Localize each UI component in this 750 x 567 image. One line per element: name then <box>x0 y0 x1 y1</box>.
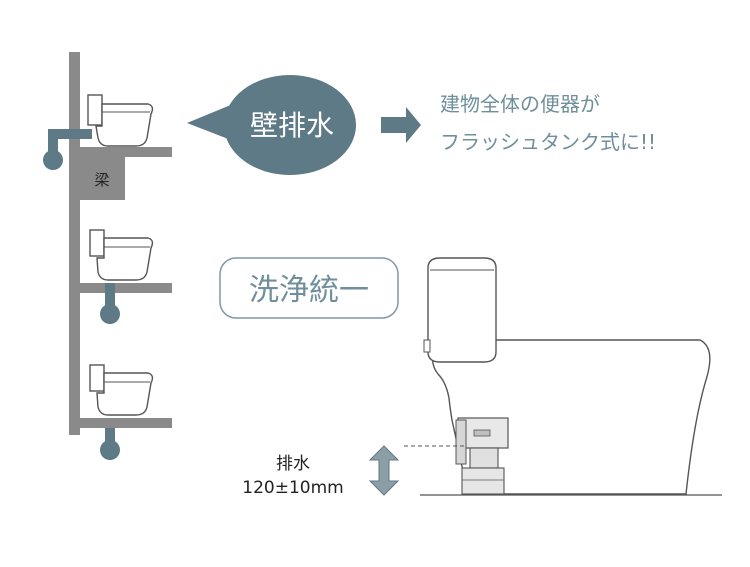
wall-drain-pipe <box>43 129 92 170</box>
floor-drain-pipe-middle <box>100 283 120 324</box>
floor-slab-middle <box>69 283 172 293</box>
flush-unify-badge: 洗浄統一 <box>219 257 399 319</box>
dimension-arrow <box>368 445 400 496</box>
result-line-1: 建物全体の便器が <box>440 92 600 116</box>
toilet-bowl <box>431 339 711 495</box>
flush-tank <box>427 257 497 363</box>
toilet-middle-floor <box>89 229 154 281</box>
bubble-label: 壁排水 <box>250 109 334 142</box>
tank-lever <box>423 339 431 353</box>
drain-adaptor <box>455 417 509 495</box>
building-wall <box>69 52 80 435</box>
toilet-wall-drain <box>87 94 154 147</box>
floor-drain-pipe-bottom <box>100 428 120 460</box>
drain-spec: 120±10mm <box>242 478 343 498</box>
toilet-side-view <box>404 257 722 496</box>
result-arrow <box>381 107 421 143</box>
result-line-2: フラッシュタンク式に!! <box>440 130 656 154</box>
floor-slab-top <box>69 147 172 157</box>
beam <box>80 157 125 200</box>
wall-drain-bubble: 壁排水 <box>187 75 356 175</box>
drain-dimension: 排水 120±10mm <box>242 445 400 498</box>
unify-label: 洗浄統一 <box>249 273 369 308</box>
result-text: 建物全体の便器が フラッシュタンク式に!! <box>440 92 656 154</box>
building-section: 梁 <box>43 52 172 460</box>
toilet-bottom-floor <box>89 364 154 416</box>
beam-label: 梁 <box>94 171 109 189</box>
floor-slab-bottom <box>69 418 172 428</box>
drain-label: 排水 <box>276 454 310 474</box>
